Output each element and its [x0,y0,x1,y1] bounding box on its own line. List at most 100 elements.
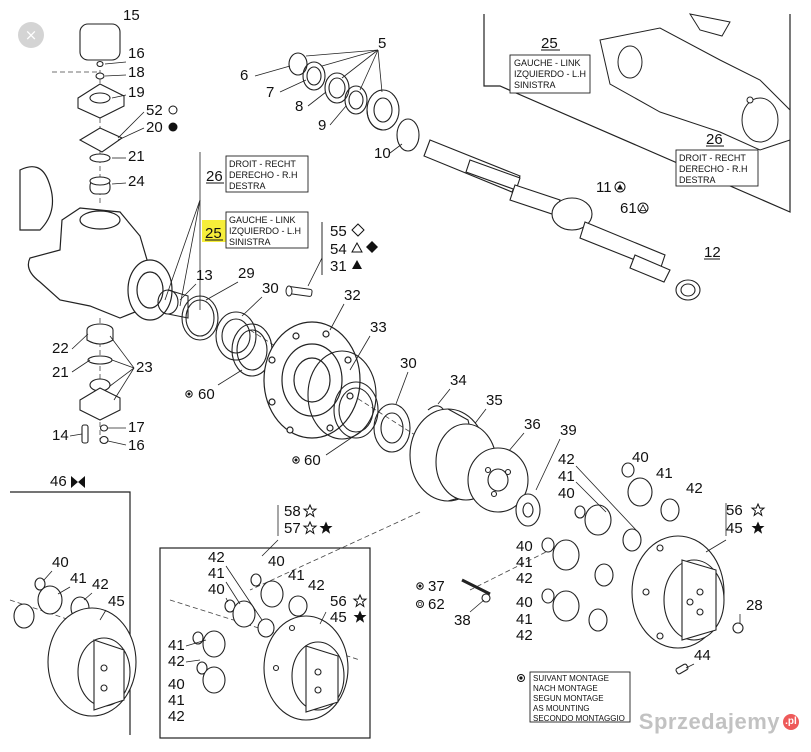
part-number: 35 [486,392,503,409]
filled-star-icon [319,521,333,534]
part-number: 8 [295,98,303,115]
part-number: 16 [128,45,145,62]
open-circle-icon [168,105,178,115]
filled-circle-icon [168,122,178,132]
part-number: 44 [694,647,711,664]
part-number: 30 [400,355,417,372]
part-number: 31 [330,258,347,275]
part-number: 57 [284,520,301,537]
note-line: DERECHO - R.H [229,170,298,180]
watermark-badge: .pl [783,714,799,730]
open-triangle-icon [351,241,363,253]
part-number: 26 [706,131,723,148]
note-line: IZQUIERDO - L.H [229,226,301,236]
part-number: 41 [288,567,305,584]
planetary-gears-right [461,462,744,675]
legend-line: NACH MONTAGE [533,684,598,693]
axle-left-note: DROIT - RECHT DERECHO - R.H DESTRA [675,149,759,187]
mid-right-note: 26 DROIT - RECHT DERECHO - R.H DESTRA [206,155,309,193]
part-number: 42 [558,451,575,468]
open-star-icon [303,521,317,534]
planetary-gears-bottom-left [13,577,137,717]
mid-center-symbols: 55 54 31 [307,222,378,287]
part-number: 25 [541,35,558,52]
part-number: 45 [726,520,743,537]
part-number: 25 [205,225,222,242]
axle-inset-frame [483,14,791,213]
note-line: GAUCHE - LINK [229,215,296,225]
part-number: 60 [198,386,215,403]
wheel-bolt-part [285,285,313,297]
bottom-center-labels: 58 57 42 41 40 40 41 42 56 45 41 42 40 4… [168,503,367,725]
part-number: 40 [516,594,533,611]
note-line: GAUCHE - LINK [514,58,581,68]
filled-star-icon [353,610,367,623]
part-number: 41 [516,554,533,571]
wheel-hub-part [263,321,361,439]
part-number: 54 [330,241,347,258]
part-number: 28 [746,597,763,614]
planetary-right-labels: 40 41 42 42 41 40 56 45 40 41 42 40 41 4… [416,449,765,664]
part-number: 26 [206,168,223,185]
part-number: 40 [208,581,225,598]
part-number: 42 [516,570,533,587]
legend-line: SECONDO MONTAGGIO [533,714,625,723]
part-number: 9 [318,117,326,134]
part-number: 56 [330,593,347,610]
part-number: 15 [123,7,140,24]
note-line: DROIT - RECHT [229,159,296,169]
lower-bearing-labels: 22 21 23 14 17 16 [52,340,153,454]
part-number: 40 [268,553,285,570]
filled-diamond-icon [366,241,378,253]
part-number: 41 [558,468,575,485]
part-number: 21 [128,148,145,165]
part-number: 32 [344,287,361,304]
part-number: 42 [686,480,703,497]
part-number: 38 [454,612,471,629]
close-button[interactable]: × [18,22,44,48]
part-number: 29 [238,265,255,282]
part-number: 46 [50,473,67,490]
part-number: 40 [516,538,533,555]
part-number: 14 [52,427,69,444]
part-number: 19 [128,84,145,101]
part-number: 62 [428,596,445,613]
planetary-gears-bottom-center [192,573,349,721]
bottom-center-box [159,547,371,739]
open-star-icon [303,504,317,517]
part-number: 61 [620,200,637,217]
highlight-25 [202,220,226,242]
bowtie-icon [71,476,85,488]
note-line: SINISTRA [229,237,271,247]
part-number: 18 [128,64,145,81]
bottom-left-labels: 46 40 41 42 45 [50,473,125,610]
part-number: 20 [146,119,163,136]
part-number: 12 [704,244,721,261]
part-number: 39 [560,422,577,439]
top-left-stack [77,23,125,195]
hub-seals [307,350,411,453]
open-diamond-icon [351,223,365,237]
legend-line: AS MOUNTING [533,704,589,713]
part-number: 60 [304,452,321,469]
part-number: 7 [266,84,274,101]
axle-right-note: GAUCHE - LINK IZQUIERDO - L.H SINISTRA [509,54,591,94]
part-number: 24 [128,173,145,190]
part-number: 42 [308,577,325,594]
part-number: 37 [428,578,445,595]
ring-labels: 13 29 30 60 [185,265,279,403]
part-number: 41 [516,611,533,628]
watermark: Sprzedajemy .pl [639,709,799,735]
part-number: 40 [168,676,185,693]
bearing-rings [157,289,273,377]
filled-star-icon [751,521,765,534]
part-number: 40 [558,485,575,502]
note-line: DESTRA [679,175,716,185]
part-number: 11 [596,179,612,196]
part-number: 42 [208,549,225,566]
top-left-labels: 15 16 18 19 52 20 21 24 [123,7,178,190]
part-number: 40 [632,449,649,466]
note-line: DROIT - RECHT [679,153,746,163]
watermark-text: Sprzedajemy [638,709,780,734]
